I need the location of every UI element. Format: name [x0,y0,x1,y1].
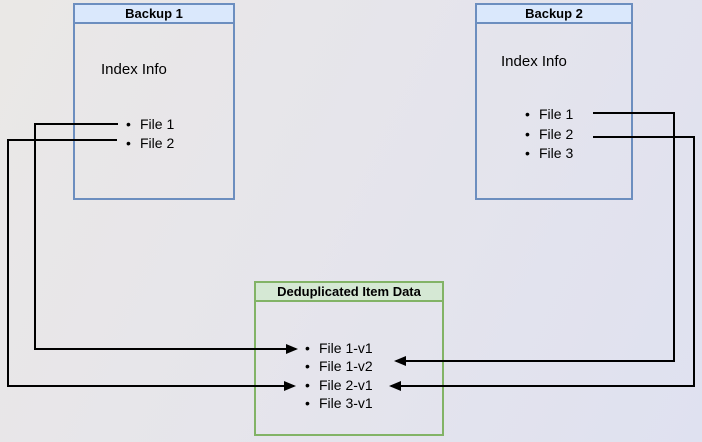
node-deduplicated-item-data: Deduplicated Item Data File 1-v1File 1-v… [254,281,444,436]
dedup-item-list: File 1-v1File 1-v2File 2-v1File 3-v1 [305,339,373,412]
node-backup-2-title: Backup 2 [477,5,631,24]
backup-1-file-list: File 1File 2 [126,115,174,153]
list-item: File 2-v1 [305,376,373,395]
list-item: File 2 [126,134,174,153]
list-item: File 3 [525,144,573,164]
list-item: File 1 [126,115,174,134]
node-dedup-title: Deduplicated Item Data [256,283,442,302]
list-item: File 3-v1 [305,394,373,413]
backup-1-index-info-label: Index Info [101,61,167,78]
backup-2-file-list: File 1File 2File 3 [525,105,573,164]
list-item: File 2 [525,125,573,145]
node-backup-1: Backup 1 Index Info File 1File 2 [73,3,235,200]
list-item: File 1 [525,105,573,125]
node-backup-2: Backup 2 Index Info File 1File 2File 3 [475,3,633,200]
backup-2-index-info-label: Index Info [501,53,567,70]
list-item: File 1-v2 [305,357,373,376]
node-backup-1-title: Backup 1 [75,5,233,24]
list-item: File 1-v1 [305,339,373,358]
